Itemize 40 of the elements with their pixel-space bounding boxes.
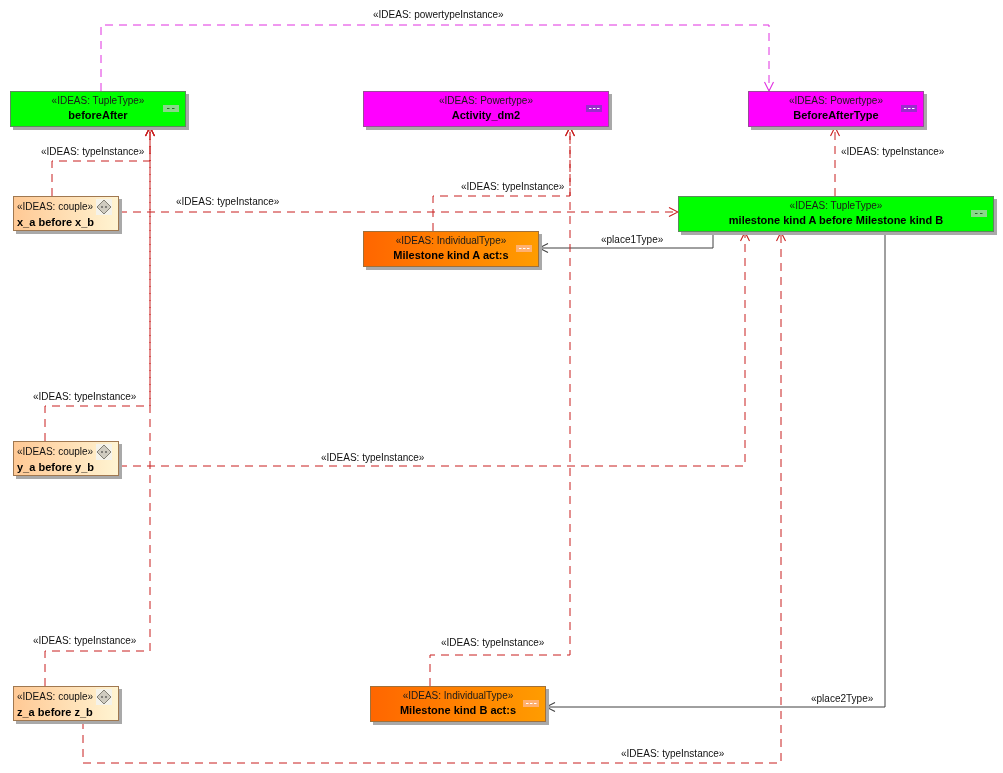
couple-box xyxy=(13,196,119,231)
edge-label: «IDEAS: typeInstance» xyxy=(320,452,426,464)
class-box xyxy=(363,231,539,267)
class-name: x_a before x_b xyxy=(17,215,95,229)
edge-label: «IDEAS: typeInstance» xyxy=(440,637,546,649)
edge-label: «IDEAS: typeInstance» xyxy=(32,635,138,647)
edge-label: «IDEAS: powertypeInstance» xyxy=(372,9,505,21)
class-name: BeforeAfterType xyxy=(793,108,879,123)
class-name: milestone kind A before Milestone kind B xyxy=(728,213,944,228)
class-box xyxy=(10,91,186,127)
edge-label: «IDEAS: typeInstance» xyxy=(32,391,138,403)
stereotype-label: «IDEAS: Powertype» xyxy=(789,94,883,108)
stereotype-label: «IDEAS: couple» xyxy=(17,200,94,214)
class-box xyxy=(678,196,994,232)
stereotype-label: «IDEAS: IndividualType» xyxy=(402,689,514,703)
stereotype-label: «IDEAS: couple» xyxy=(17,445,94,459)
class-name: Activity_dm2 xyxy=(451,108,521,123)
stereotype-label: «IDEAS: TupleType» xyxy=(789,199,883,213)
couple-box xyxy=(13,686,119,721)
class-name: Milestone kind A act:s xyxy=(393,248,509,263)
edge-label: «place1Type» xyxy=(600,234,665,246)
edge-label: «IDEAS: typeInstance» xyxy=(620,748,726,760)
dashed-arrow xyxy=(100,24,775,92)
class-name: y_a before y_b xyxy=(17,460,95,474)
stereotype-label: «IDEAS: TupleType» xyxy=(51,94,145,108)
couple-box xyxy=(13,441,119,476)
stereotype-label: «IDEAS: IndividualType» xyxy=(395,234,507,248)
edge-label: «IDEAS: typeInstance» xyxy=(40,146,146,158)
edge-label: «IDEAS: typeInstance» xyxy=(460,181,566,193)
stereotype-label: «IDEAS: couple» xyxy=(17,690,94,704)
class-box xyxy=(363,91,609,127)
class-name: beforeAfter xyxy=(68,108,128,123)
edge-label: «IDEAS: typeInstance» xyxy=(840,146,946,158)
edge-label: «place2Type» xyxy=(810,693,875,705)
edge-label: «IDEAS: typeInstance» xyxy=(175,196,281,208)
class-name: z_a before z_b xyxy=(17,705,93,719)
class-box xyxy=(748,91,924,127)
class-name: Milestone kind B act:s xyxy=(399,703,517,718)
class-box xyxy=(370,686,546,722)
stereotype-label: «IDEAS: Powertype» xyxy=(439,94,533,108)
